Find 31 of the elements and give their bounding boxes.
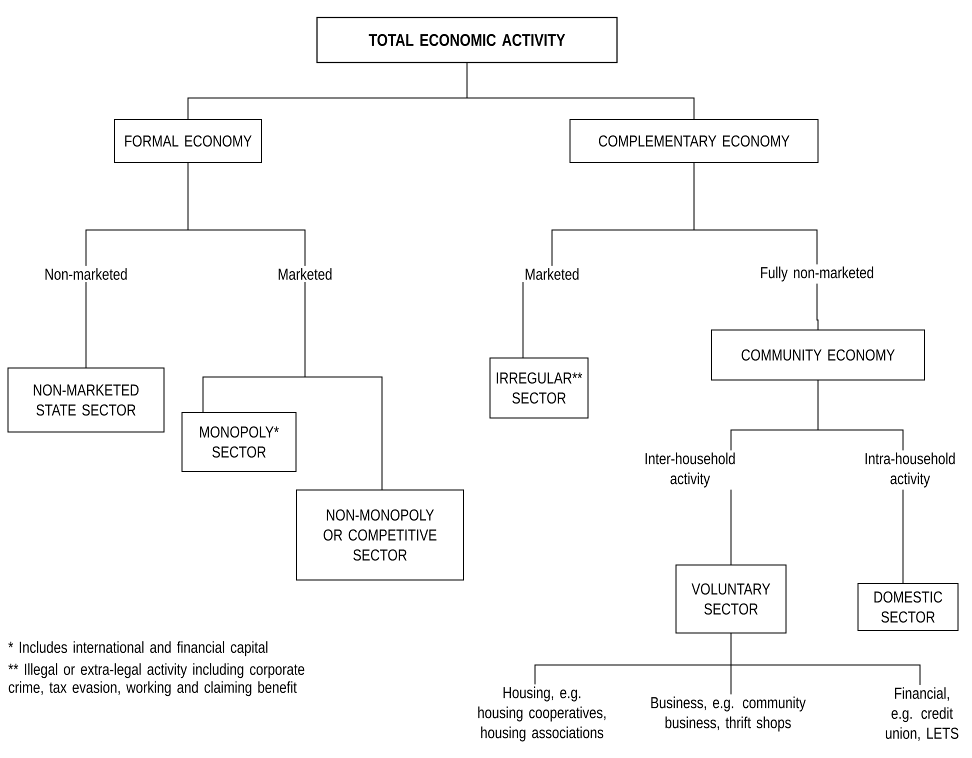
connector-line <box>304 282 382 490</box>
connector-line <box>902 489 904 584</box>
connector-line <box>466 62 694 120</box>
branch-label: Intra-household activity <box>866 452 955 488</box>
category-box: FORMAL ECONOMY <box>114 119 262 163</box>
category-box: NON-MONOPOLY OR COMPETITIVE SECTOR <box>296 490 464 580</box>
branch-label: Inter-household activity <box>646 452 735 488</box>
connector-line <box>694 162 818 265</box>
footnote: * Includes international and financial capital <box>8 641 268 656</box>
branch-label: Marketed <box>526 268 579 280</box>
branch-label: Financial, e.g. credit union, LETS <box>886 687 958 741</box>
branch-label: Housing, e.g. housing cooperatives, housing associations <box>478 686 606 742</box>
connector-line <box>730 489 732 565</box>
category-box: COMPLEMENTARY ECONOMY <box>570 119 818 163</box>
connector-line <box>188 162 306 266</box>
branch-label: Business, e.g. community business, thrift shops <box>651 696 806 732</box>
category-box: NON-MARKETED STATE SECTOR <box>8 368 164 432</box>
connector-line <box>730 633 920 686</box>
category-box: MONOPOLY* SECTOR <box>182 412 296 472</box>
connector-line <box>816 283 818 330</box>
footnote: ** Illegal or extra-legal activity including corporate crime, tax evasion, working and claiming benefit <box>8 663 304 696</box>
branch-label: Fully non-marketed <box>761 266 874 282</box>
category-box: DOMESTIC SECTOR <box>858 583 958 631</box>
category-box: IRREGULAR** SECTOR <box>490 358 588 418</box>
category-box: COMMUNITY ECONOMY <box>711 330 925 380</box>
branch-label: Marketed <box>278 268 332 280</box>
connector-line <box>522 282 524 358</box>
title-box: TOTAL ECONOMIC ACTIVITY <box>316 16 618 64</box>
branch-label: Non-marketed <box>46 268 127 280</box>
category-box: VOLUNTARY SECTOR <box>676 564 786 634</box>
connector-line <box>818 380 904 451</box>
